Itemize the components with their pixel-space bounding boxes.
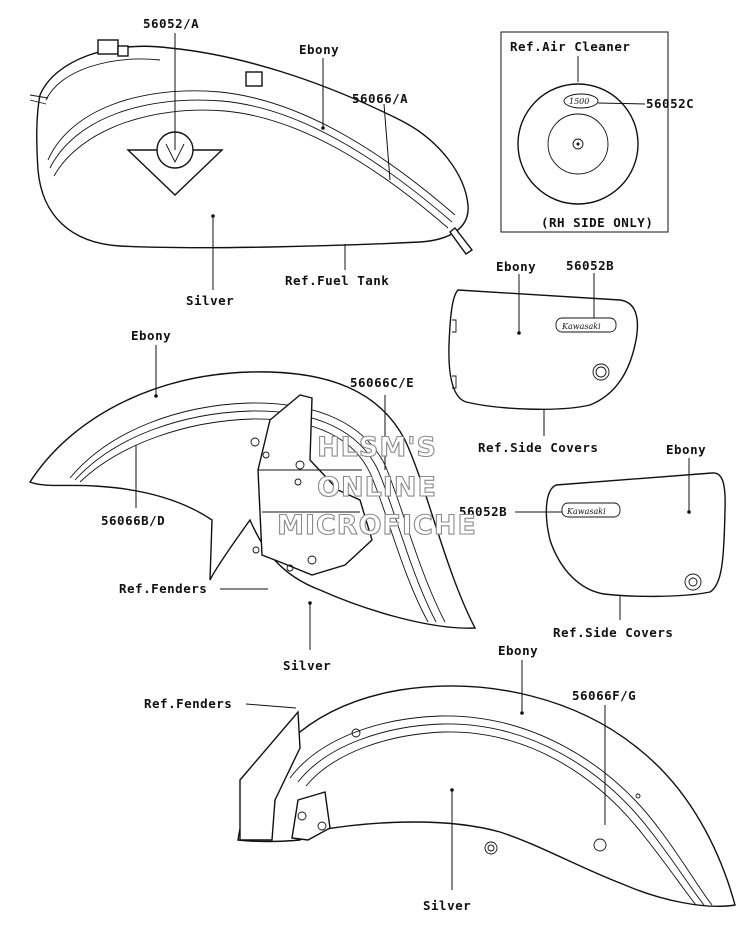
tank-bottom-color: Silver [186, 293, 234, 308]
front-fender[interactable] [28, 371, 477, 629]
tank-stripe-code: 56066/A [352, 91, 408, 106]
fuel-tank[interactable] [29, 39, 474, 255]
side-cover-lower-ref: Ref.Side Covers [553, 625, 673, 640]
front-fender-bottom-color: Silver [283, 658, 331, 673]
rear-fender-ref: Ref.Fenders [144, 696, 232, 711]
front-fender-stripe-left-code: 56066B/D [101, 513, 165, 528]
tank-ref: Ref.Fuel Tank [285, 273, 389, 288]
side-cover-lower-decal-code: 56052B [459, 504, 507, 519]
side-cover-upper[interactable]: Kawasaki [448, 289, 639, 410]
watermark-line-2: ONLINE [317, 472, 437, 503]
rear-fender-bottom-color: Silver [423, 898, 471, 913]
side-cover-upper-color: Ebony [496, 259, 536, 274]
rear-fender-top-color: Ebony [498, 643, 538, 658]
rear-fender[interactable] [237, 685, 736, 907]
tank-decal-code: 56052/A [143, 16, 199, 31]
front-fender-ref: Ref.Fenders [119, 581, 207, 596]
air-cleaner-ref: Ref.Air Cleaner [510, 39, 630, 54]
side-cover-lower-color: Ebony [666, 442, 706, 457]
side-cover-upper-decal-code: 56052B [566, 258, 614, 273]
tank-top-color: Ebony [299, 42, 339, 57]
rear-fender-stripe-code: 56066F/G [572, 688, 636, 703]
air-cleaner-box [500, 31, 669, 233]
side-cover-upper-emblem-text: Kawasaki [561, 322, 601, 331]
side-cover-lower-emblem-text: Kawasaki [566, 507, 606, 516]
front-fender-stripe-right-code: 56066C/E [350, 375, 414, 390]
air-cleaner-decal-code: 56052C [646, 96, 694, 111]
front-fender-top-color: Ebony [131, 328, 171, 343]
watermark: HLSM'S ONLINE MICROFICHE [277, 431, 477, 541]
air-cleaner-cover[interactable]: 1500 [517, 83, 639, 205]
air-cleaner-emblem-text: 1500 [569, 97, 589, 106]
side-cover-upper-ref: Ref.Side Covers [478, 440, 598, 455]
watermark-line-3: MICROFICHE [277, 510, 477, 541]
watermark-line-1: HLSM'S [317, 432, 437, 463]
air-cleaner-note: (RH SIDE ONLY) [541, 215, 653, 230]
side-cover-lower[interactable]: Kawasaki [545, 472, 726, 598]
